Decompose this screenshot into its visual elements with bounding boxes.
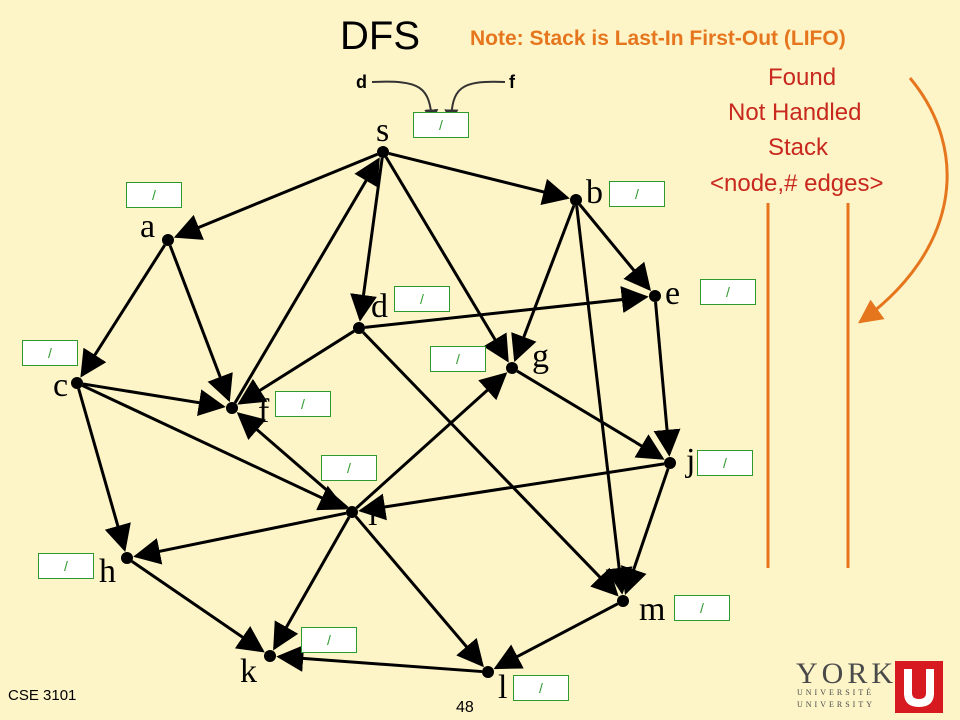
slide-title: DFS bbox=[340, 14, 420, 58]
edge-i-k bbox=[273, 516, 351, 651]
node-d-label: d bbox=[371, 288, 388, 325]
node-f-df-box: / bbox=[275, 391, 331, 417]
node-b-df-box: / bbox=[609, 181, 665, 207]
stack-pointer-arrow bbox=[858, 77, 949, 324]
node-d-dot bbox=[353, 322, 365, 334]
edge-i-g bbox=[355, 372, 508, 510]
edge-i-h bbox=[133, 511, 347, 565]
edge-s-b bbox=[388, 151, 570, 206]
node-l-dot bbox=[482, 666, 494, 678]
edge-b-g bbox=[511, 205, 576, 363]
node-j-df-box: / bbox=[697, 450, 753, 476]
nodes-layer bbox=[71, 146, 676, 678]
node-i-dot bbox=[346, 506, 358, 518]
edge-i-f bbox=[236, 412, 349, 510]
node-m-dot bbox=[617, 595, 629, 607]
legend-stack: Stack bbox=[768, 134, 829, 161]
edge-g-j bbox=[516, 369, 665, 460]
node-b-dot bbox=[570, 194, 582, 206]
node-i-df-box: / bbox=[321, 455, 377, 481]
node-e-dot bbox=[649, 290, 661, 302]
edge-l-k bbox=[276, 644, 483, 674]
node-m-label: m bbox=[639, 591, 666, 628]
york-university: UNIVERSITY bbox=[797, 700, 875, 709]
node-h-dot bbox=[121, 552, 133, 564]
node-g-label: g bbox=[532, 338, 549, 375]
edge-a-f bbox=[168, 245, 233, 403]
edge-d-f bbox=[237, 329, 355, 405]
node-k-dot bbox=[264, 650, 276, 662]
edge-f-s bbox=[233, 157, 380, 404]
node-g-df-box: / bbox=[430, 346, 486, 372]
york-logo-mark bbox=[895, 661, 943, 713]
node-l-label: l bbox=[498, 669, 508, 706]
node-s-label: s bbox=[376, 112, 390, 149]
edge-c-i bbox=[81, 384, 347, 511]
node-e-df-box: / bbox=[700, 279, 756, 305]
edge-a-c bbox=[80, 244, 167, 378]
d-pointer-label: d bbox=[356, 72, 367, 92]
node-a-df-box: / bbox=[126, 182, 182, 208]
node-h-df-box: / bbox=[38, 553, 94, 579]
node-c-dot bbox=[71, 377, 83, 389]
legend-not-handled: Not Handled bbox=[728, 99, 862, 126]
node-l-df-box: / bbox=[513, 675, 569, 701]
node-j-dot bbox=[664, 457, 676, 469]
edge-b-e bbox=[578, 203, 651, 292]
page-number: 48 bbox=[456, 699, 474, 716]
edge-i-l bbox=[354, 515, 484, 668]
legend-node-edges: <node,# edges> bbox=[710, 170, 884, 197]
edges-layer bbox=[77, 151, 681, 674]
legend-found: Found bbox=[768, 64, 837, 91]
edge-h-k bbox=[131, 560, 265, 653]
node-s-df-box: / bbox=[413, 112, 469, 138]
node-a-label: a bbox=[140, 208, 156, 245]
node-j-label: j bbox=[686, 442, 696, 479]
edge-j-i bbox=[358, 462, 665, 521]
edge-s-g bbox=[384, 156, 509, 363]
edge-e-j bbox=[653, 301, 681, 457]
node-k-label: k bbox=[240, 653, 257, 690]
node-g-dot bbox=[506, 362, 518, 374]
node-a-dot bbox=[162, 234, 174, 246]
node-b-label: b bbox=[586, 174, 603, 211]
edge-b-m bbox=[575, 205, 633, 595]
edge-c-f bbox=[82, 382, 226, 417]
edge-s-a bbox=[173, 152, 379, 240]
course-code: CSE 3101 bbox=[8, 687, 77, 704]
node-k-df-box: / bbox=[301, 627, 357, 653]
edge-j-m bbox=[620, 468, 670, 596]
stack-note: Note: Stack is Last-In First-Out (LIFO) bbox=[470, 27, 846, 50]
edge-c-h bbox=[77, 388, 131, 552]
node-i-label: i bbox=[368, 496, 378, 533]
node-c-label: c bbox=[53, 367, 69, 404]
node-s-dot bbox=[377, 146, 389, 158]
edge-d-e bbox=[364, 286, 649, 329]
york-wordmark: YORK bbox=[796, 657, 898, 690]
node-d-df-box: / bbox=[394, 286, 450, 312]
f-pointer-label: f bbox=[509, 72, 515, 92]
edge-m-l bbox=[493, 602, 619, 670]
node-h-label: h bbox=[99, 553, 116, 590]
york-universite: UNIVERSITÉ bbox=[797, 688, 875, 697]
node-f-label: f bbox=[258, 393, 270, 430]
node-f-dot bbox=[226, 402, 238, 414]
edge-d-m bbox=[362, 331, 619, 597]
node-e-label: e bbox=[665, 275, 681, 312]
node-c-df-box: / bbox=[22, 340, 78, 366]
node-m-df-box: / bbox=[674, 595, 730, 621]
